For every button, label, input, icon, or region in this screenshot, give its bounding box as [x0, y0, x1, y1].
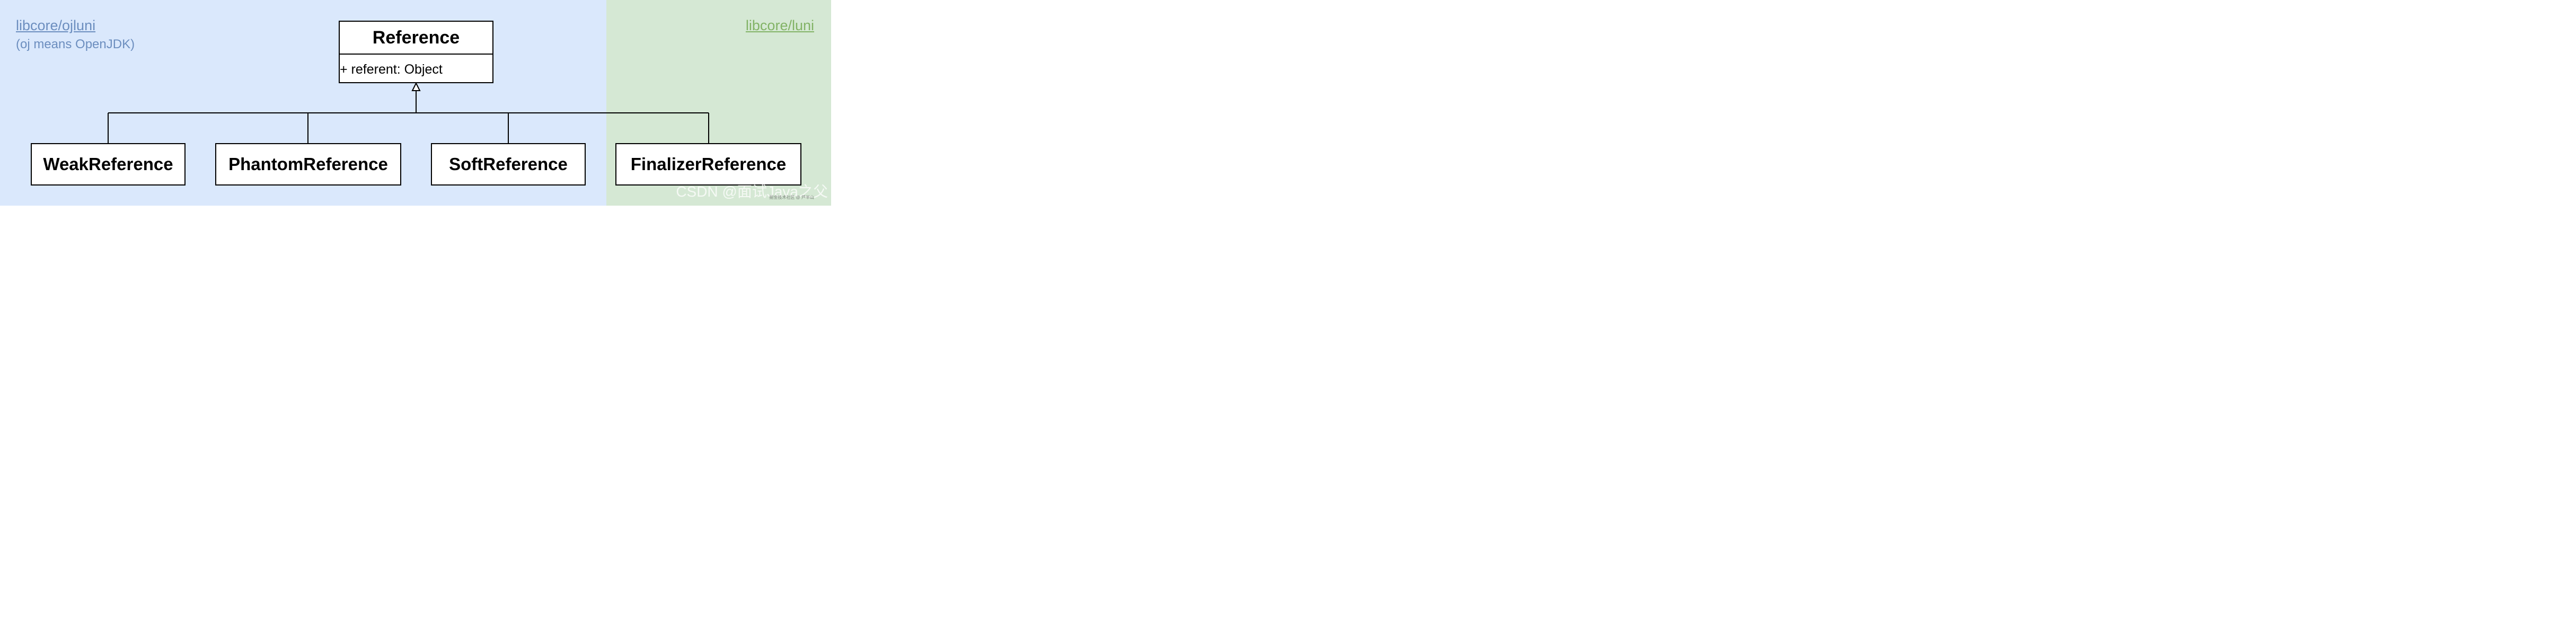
csdn-watermark: CSDN @面试Java之父	[676, 183, 828, 200]
finalizer-reference-class[interactable]: FinalizerReference	[615, 143, 801, 186]
finalizer-reference-name: FinalizerReference	[630, 154, 787, 174]
ojluni-note: (oj means OpenJDK)	[16, 37, 135, 51]
juejin-watermark: 掘金技术社区 @ 芦半山	[769, 195, 814, 200]
uml-diagram: libcore/ojluni (oj means OpenJDK) libcor…	[0, 0, 831, 206]
luni-link[interactable]: libcore/luni	[745, 17, 814, 33]
reference-class-attribute: + referent: Object	[340, 62, 443, 77]
soft-reference-class[interactable]: SoftReference	[431, 143, 586, 186]
ojluni-link[interactable]: libcore/ojluni	[16, 17, 96, 33]
inheritance-arrowhead	[411, 82, 421, 91]
inheritance-connectors	[108, 82, 709, 144]
reference-class-name: Reference	[340, 22, 492, 55]
soft-reference-name: SoftReference	[449, 154, 568, 174]
weak-reference-name: WeakReference	[43, 154, 173, 174]
phantom-reference-name: PhantomReference	[228, 154, 388, 174]
phantom-reference-class[interactable]: PhantomReference	[215, 143, 401, 186]
reference-class[interactable]: Reference + referent: Object	[339, 21, 493, 83]
weak-reference-class[interactable]: WeakReference	[31, 143, 186, 186]
